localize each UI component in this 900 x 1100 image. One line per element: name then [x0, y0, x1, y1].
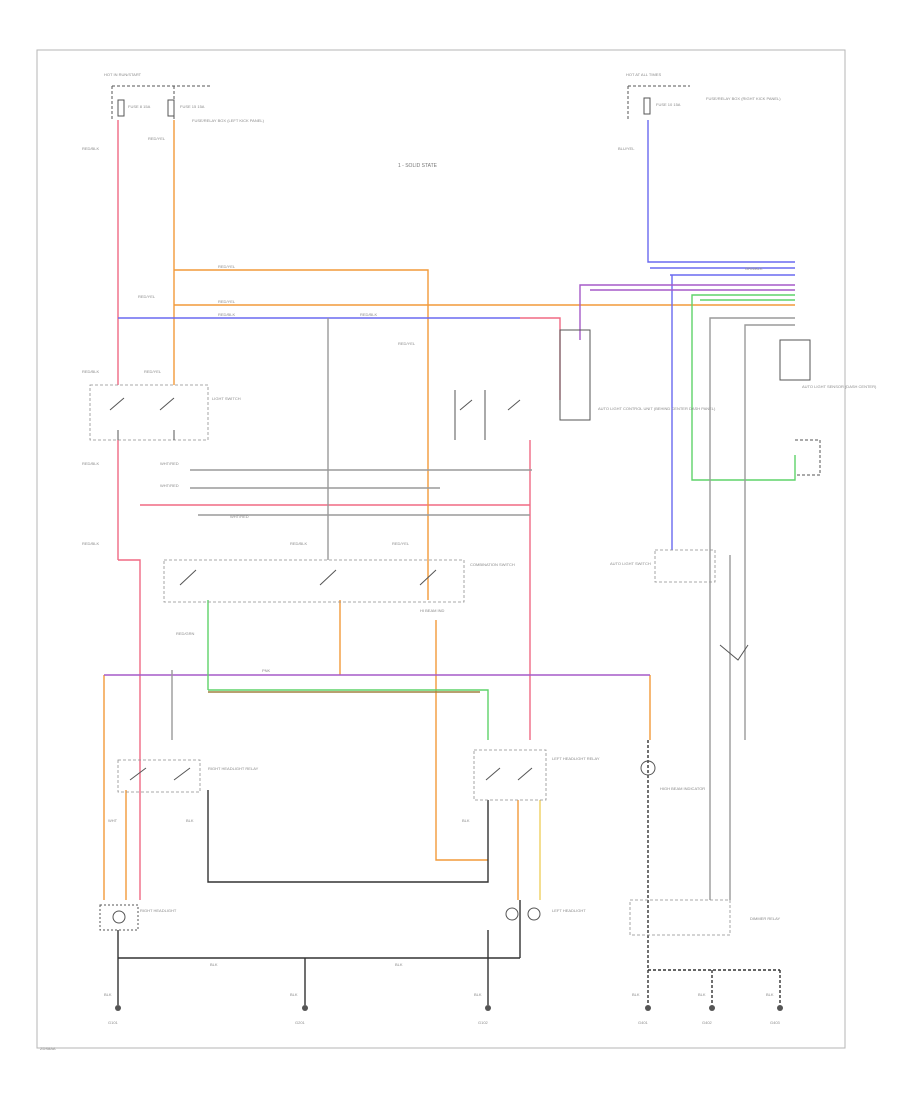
right-headlight: RIGHT HEADLIGHT [99, 904, 177, 931]
wire-blue-right [647, 120, 795, 550]
wire-labels: RED/BLK RED/YEL BLU/YEL RED/YEL RED/YEL … [82, 136, 774, 997]
ground-1-label: G101 [108, 1020, 119, 1025]
wire-orange-main [173, 120, 488, 861]
auto-light-sensor-label: AUTO LIGHT SENSOR (DASH CENTER) [802, 384, 877, 389]
wire-label-grn-blk: GRN/BLK [745, 266, 763, 271]
light-switch-label: LIGHT SWITCH [212, 396, 241, 401]
left-headlight: LEFT HEADLIGHT [505, 907, 586, 921]
ground-5-label: G402 [702, 1020, 713, 1025]
wire-label-blk-2: BLK [462, 818, 470, 823]
wire-label-blk-3: BLK [210, 962, 218, 967]
wire-purple-top [579, 284, 795, 340]
relay-group-top: AUTO LIGHT CONTROL UNIT (BEHIND CENTER D… [454, 329, 716, 440]
wire-label-red-yel-1: RED/YEL [148, 136, 166, 141]
wire-label-wht-1: WHT [108, 818, 118, 823]
hi-beam-label: HI BEAM IND [420, 608, 445, 613]
wire-black-right-grounds [647, 740, 781, 1005]
wire-red-main [117, 120, 141, 900]
wire-gray-cross [190, 317, 795, 900]
auto-light-sensor: AUTO LIGHT SENSOR (DASH CENTER) [779, 339, 877, 476]
light-switch: LIGHT SWITCH [89, 384, 241, 441]
wire-label-blk-5: BLK [104, 992, 112, 997]
wire-label-red-yel-5: RED/YEL [398, 341, 416, 346]
right-headlight-relay-label: RIGHT HEADLIGHT RELAY [208, 766, 259, 771]
wire-label-red-blk-5: RED/BLK [82, 461, 99, 466]
wire-label-wht-red-1: WHT/RED [160, 461, 179, 466]
fuse-box-right-label: FUSE/RELAY BOX (RIGHT KICK PANEL) [706, 96, 781, 101]
wire-red-right [520, 317, 561, 400]
right-headlight-relay: RIGHT HEADLIGHT RELAY [117, 759, 259, 793]
wire-green-right [691, 294, 796, 481]
center-label: 1 - SOLID STATE [398, 163, 438, 169]
combination-switch: COMBINATION SWITCH HI BEAM IND [163, 559, 515, 613]
high-beam-indicator-label: HIGH BEAM INDICATOR [660, 786, 705, 791]
wire-label-red-blk-4: RED/BLK [82, 369, 99, 374]
wire-label-red-grn: RED/GRN [176, 631, 195, 636]
left-headlight-label: LEFT HEADLIGHT [552, 908, 586, 913]
wire-label-red-yel-3: RED/YEL [138, 294, 156, 299]
auto-light-unit-label: AUTO LIGHT CONTROL UNIT (BEHIND CENTER D… [598, 406, 716, 411]
wire-label-blk-7: BLK [474, 992, 482, 997]
fuse-c-label: FUSE 10 15A [656, 102, 681, 107]
wire-black-ground-bus [117, 900, 521, 1005]
wire-label-red-yel-4: RED/YEL [218, 299, 236, 304]
fuse-b-label: FUSE 15 15A [180, 104, 205, 109]
wire-label-red-blk-6: RED/BLK [82, 541, 99, 546]
wire-label-pink: PNK [262, 668, 271, 673]
wire-orange-lower-left [103, 675, 519, 900]
wire-label-red-yel-2: RED/YEL [218, 264, 236, 269]
wire-label-red-blk-2: RED/BLK [218, 312, 235, 317]
wire-black-loop [207, 790, 489, 883]
wire-red-horizontal [140, 440, 531, 740]
combination-switch-label: COMBINATION SWITCH [470, 562, 515, 567]
wire-label-red-blk-3: RED/BLK [360, 312, 377, 317]
hot-at-all-times-label: HOT AT ALL TIMES [626, 72, 661, 77]
wire-gray-left [171, 318, 329, 740]
hot-in-run-label: HOT IN RUN/START [104, 72, 142, 77]
dimmer-relay-label: DIMMER RELAY [750, 916, 780, 921]
fuse-box-right: HOT AT ALL TIMES FUSE 10 15A FUSE/RELAY … [626, 72, 781, 120]
right-headlight-label: RIGHT HEADLIGHT [140, 908, 177, 913]
wire-label-blk-6: BLK [290, 992, 298, 997]
wire-label-red-yel-7: RED/YEL [392, 541, 410, 546]
fuse-a-label: FUSE 8 15A [128, 104, 151, 109]
ground-4-label: G401 [638, 1020, 649, 1025]
left-headlight-relay-label: LEFT HEADLIGHT RELAY [552, 756, 600, 761]
wire-label-blk-1: BLK [186, 818, 194, 823]
ground-2-label: G201 [295, 1020, 306, 1025]
wire-orange-mid [339, 600, 651, 740]
ground-symbols: G101 G201 G102 G401 G402 G403 [108, 1005, 783, 1025]
wire-label-blu-yel: BLU/YEL [618, 146, 635, 151]
ground-6-label: G403 [770, 1020, 781, 1025]
ground-3-label: G102 [478, 1020, 489, 1025]
wire-green-left [207, 600, 489, 740]
wire-label-red-yel-6: RED/YEL [144, 369, 162, 374]
wire-label-blk-9: BLK [698, 992, 706, 997]
dimmer-relay: DIMMER RELAY [629, 899, 780, 936]
wire-label-blk-8: BLK [632, 992, 640, 997]
wire-label-wht-red-2: WHT/RED [160, 483, 179, 488]
wire-label-blk-10: BLK [766, 992, 774, 997]
auto-light-switch: AUTO LIGHT SWITCH [610, 549, 749, 661]
footer-code: ZDS8AA [40, 1046, 56, 1051]
high-beam-indicator: HIGH BEAM INDICATOR [640, 760, 705, 791]
wire-label-red-blk-7: RED/BLK [290, 541, 307, 546]
diagram-frame [36, 49, 846, 1049]
wire-label-blk-4: BLK [395, 962, 403, 967]
fuse-box-left-label: FUSE/RELAY BOX (LEFT KICK PANEL) [192, 118, 265, 123]
fuse-box-left: HOT IN RUN/START FUSE 8 15A FUSE 15 15A … [104, 72, 265, 123]
left-headlight-relay: LEFT HEADLIGHT RELAY [473, 749, 600, 801]
wire-label-wht-red-3: WHT/RED [230, 514, 249, 519]
auto-light-switch-label: AUTO LIGHT SWITCH [610, 561, 651, 566]
wire-label-red-blk-1: RED/BLK [82, 146, 99, 151]
